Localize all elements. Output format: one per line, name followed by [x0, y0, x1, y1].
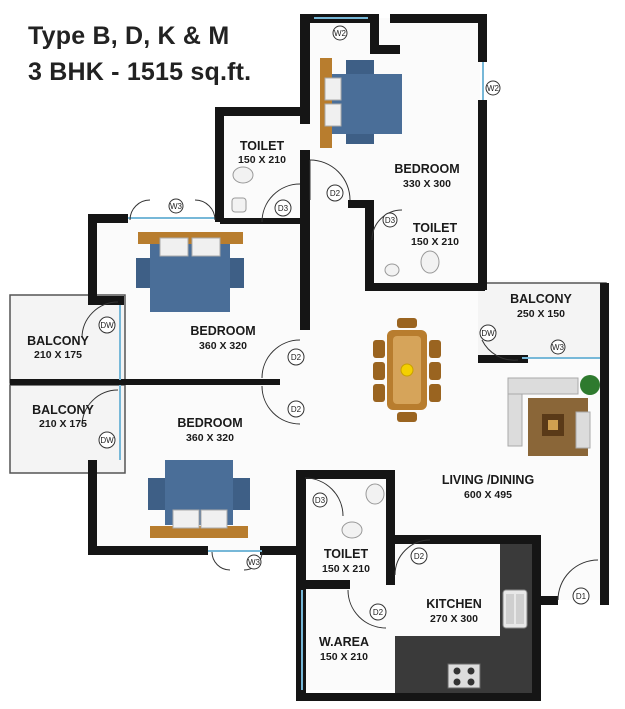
room-name-balcony-left-top: BALCONY: [27, 334, 89, 348]
door-tag-w2-right: W2: [485, 80, 501, 96]
door-tag-w2-top: W2: [332, 25, 348, 41]
door-tag-d2-top: D2: [326, 184, 344, 202]
svg-text:W3: W3: [248, 558, 261, 567]
door-tag-dw-top: DW: [98, 316, 116, 334]
plan-title-type: Type B, D, K & M: [28, 22, 230, 50]
door-tag-d1: D1: [572, 587, 590, 605]
bed-bottom-bedroom: [148, 460, 250, 538]
bed-left-bedroom: [136, 232, 244, 312]
door-swings: [81, 159, 599, 629]
hob-stove: [447, 663, 481, 689]
room-size-bedroom-top: 330 X 300: [403, 178, 451, 190]
room-name-kitchen: KITCHEN: [426, 597, 482, 611]
room-name-toilet-mid: TOILET: [413, 221, 458, 235]
svg-text:W3: W3: [170, 202, 183, 211]
bed-top-bedroom: [320, 58, 402, 148]
room-name-living-dining: LIVING /DINING: [442, 473, 534, 487]
door-tag-d2-left: D2: [287, 348, 305, 366]
svg-text:D2: D2: [291, 405, 302, 414]
room-name-toilet-top: TOILET: [240, 139, 285, 153]
room-size-toilet-mid: 150 X 210: [411, 236, 459, 248]
room-name-bedroom-top: BEDROOM: [394, 162, 459, 176]
door-tag-d2-kitchen: D2: [410, 547, 428, 565]
room-size-living-dining: 600 X 495: [464, 489, 512, 501]
svg-text:W2: W2: [334, 29, 347, 38]
room-size-balcony-left-top: 210 X 175: [34, 349, 82, 361]
living-sofa-set: [507, 375, 600, 456]
svg-text:D3: D3: [385, 216, 396, 225]
room-size-toilet-top: 150 X 210: [238, 154, 286, 166]
room-name-bedroom-bottom: BEDROOM: [177, 416, 242, 430]
windows: [119, 17, 600, 690]
svg-text:D2: D2: [291, 353, 302, 362]
room-size-bedroom-bottom: 360 X 320: [186, 432, 234, 444]
svg-text:D2: D2: [414, 552, 425, 561]
walls: [10, 14, 609, 701]
svg-text:D1: D1: [576, 592, 587, 601]
room-size-balcony-right: 250 X 150: [517, 308, 565, 320]
toilet-fixtures: [231, 166, 440, 539]
svg-text:D2: D2: [373, 608, 384, 617]
room-size-work-area: 150 X 210: [320, 651, 368, 663]
kitchen-counter: [395, 544, 532, 693]
room-size-toilet-bottom: 150 X 210: [322, 563, 370, 575]
room-name-balcony-left-bottom: BALCONY: [32, 403, 94, 417]
svg-text:D2: D2: [330, 189, 341, 198]
room-name-balcony-right: BALCONY: [510, 292, 572, 306]
door-tag-w3-bottom: W3: [246, 554, 262, 570]
plan-title-bhk: 3 BHK - 1515 sq.ft.: [28, 58, 252, 86]
door-tag-d3-top: D3: [274, 199, 292, 217]
door-tags: D2 D3 D3 W2 W2 W3 D2 D2 DW DW DW W3 D3 W…: [98, 25, 590, 621]
room-name-toilet-bottom: TOILET: [324, 547, 369, 561]
room-size-kitchen: 270 X 300: [430, 613, 478, 625]
dining-table: [373, 318, 441, 422]
door-tag-w3-right: W3: [550, 339, 566, 355]
plant-icon: [580, 375, 600, 395]
door-tag-d3-bottom: D3: [312, 492, 328, 508]
door-tag-d2-warea: D2: [369, 603, 387, 621]
room-name-work-area: W.AREA: [319, 635, 369, 649]
room-name-bedroom-left: BEDROOM: [190, 324, 255, 338]
room-size-bedroom-left: 360 X 320: [199, 340, 247, 352]
svg-text:W3: W3: [552, 343, 565, 352]
room-labels: BEDROOM 330 X 300 TOILET 150 X 210 TOILE…: [27, 139, 572, 663]
svg-text:DW: DW: [100, 436, 114, 445]
door-tag-dw-bottom: DW: [98, 431, 116, 449]
svg-text:D3: D3: [278, 204, 289, 213]
svg-text:DW: DW: [481, 329, 495, 338]
svg-text:D3: D3: [315, 496, 326, 505]
svg-text:W2: W2: [487, 84, 500, 93]
svg-text:DW: DW: [100, 321, 114, 330]
door-tag-dw-right: DW: [479, 324, 497, 342]
door-tag-d2-bottom: D2: [287, 400, 305, 418]
door-tag-w3-left-top: W3: [168, 198, 184, 214]
door-tag-d3-mid: D3: [382, 212, 398, 228]
room-size-balcony-left-bottom: 210 X 175: [39, 418, 87, 430]
